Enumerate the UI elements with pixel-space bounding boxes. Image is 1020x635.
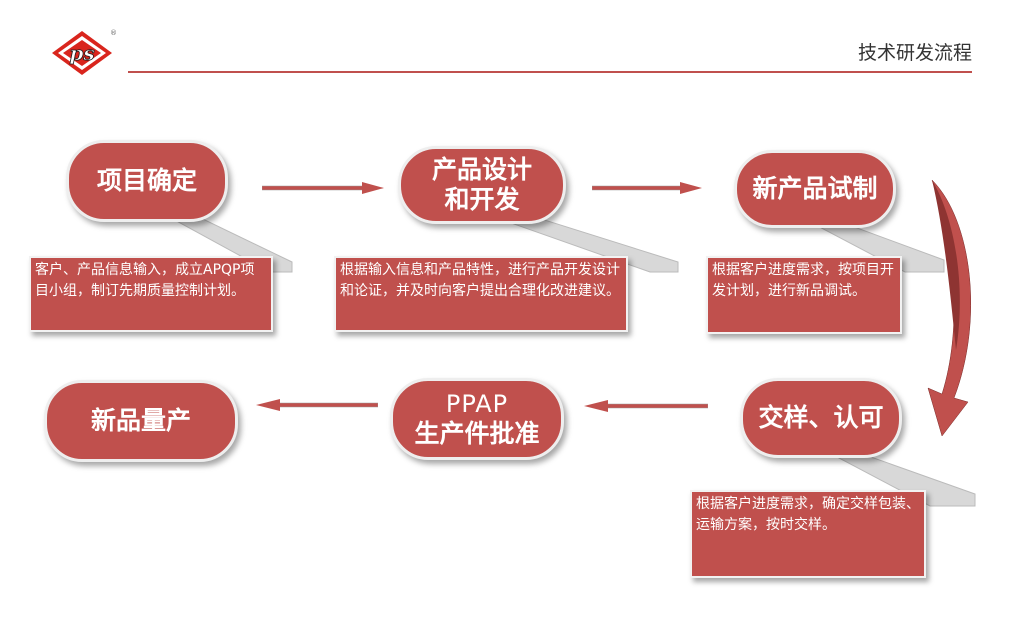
arrow-step2-to-step3 <box>592 182 702 194</box>
step-product-design-description: 根据输入信息和产品特性，进行产品开发设计和论证，并及时向客户提出合理化改进建议。 <box>334 256 628 332</box>
step-ppap: PPAP 生产件批准 <box>390 378 564 460</box>
step-sample-approval: 交样、认可 <box>740 378 902 458</box>
step-product-design: 产品设计 和开发 <box>398 146 566 224</box>
step-sample-approval-description: 根据客户进度需求，确定交样包装、运输方案，按时交样。 <box>690 490 926 578</box>
header-divider <box>128 71 972 73</box>
step-new-product-trial-description: 根据客户进度需求，按项目开发计划，进行新品调试。 <box>706 256 902 334</box>
step-new-product-trial: 新产品试制 <box>734 150 896 228</box>
page-title: 技术研发流程 <box>857 42 972 64</box>
step-project-confirm: 项目确定 <box>66 140 228 222</box>
step-project-confirm-description: 客户、产品信息输入，成立APQP项目小组，制订先期质量控制计划。 <box>29 256 273 332</box>
arrow-step1-to-step2 <box>262 182 384 194</box>
svg-text:®: ® <box>110 29 117 37</box>
arrow-step5-to-step6 <box>256 399 378 411</box>
svg-text:ps: ps <box>69 41 94 65</box>
curved-arrow-step3-to-step4 <box>927 180 972 437</box>
step-mass-production: 新品量产 <box>44 380 238 462</box>
company-logo: ps ® <box>52 29 117 75</box>
arrow-step4-to-step5 <box>584 400 708 412</box>
